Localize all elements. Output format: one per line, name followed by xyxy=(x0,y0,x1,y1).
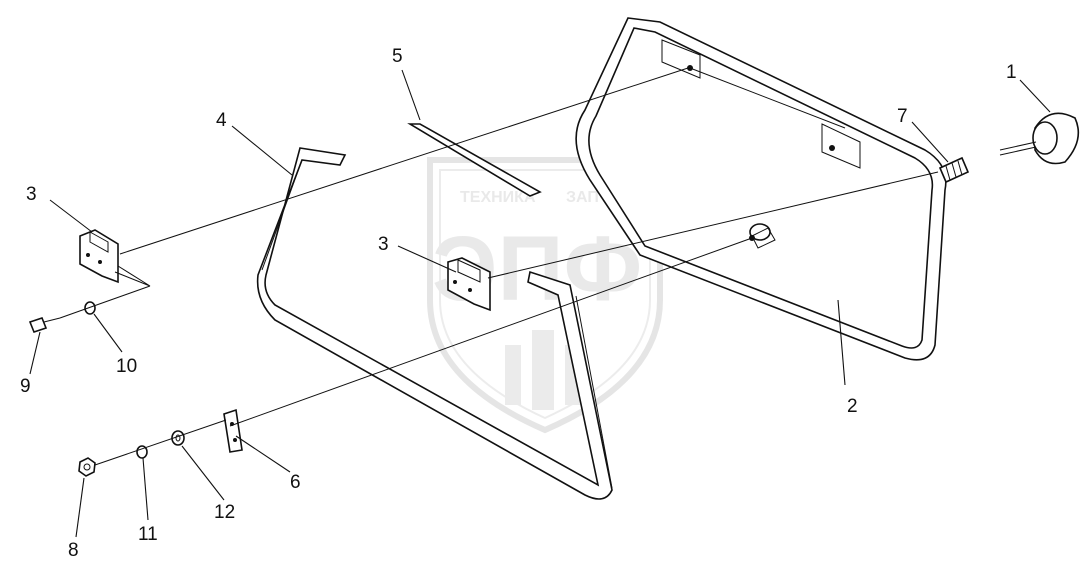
plate-part-6 xyxy=(223,408,243,453)
screw-part-9 xyxy=(28,317,61,333)
frame-part-2 xyxy=(575,17,947,361)
hinge-part-3-left xyxy=(79,229,151,287)
washer-part-10 xyxy=(84,301,96,315)
washer-part-11 xyxy=(136,445,148,459)
watermark-text-left: ТЕХНИКА xyxy=(460,189,536,206)
assembly-lines xyxy=(59,67,939,466)
callout-12: 12 xyxy=(214,502,235,523)
callout-7: 7 xyxy=(897,106,908,127)
callout-1: 1 xyxy=(1006,62,1017,83)
spring-part-7 xyxy=(938,156,970,184)
callout-labels: 1 2 3 3 4 5 6 7 8 9 10 11 12 xyxy=(20,46,1017,561)
callout-4: 4 xyxy=(216,110,227,131)
callout-9: 9 xyxy=(20,376,31,397)
callout-11: 11 xyxy=(138,524,158,545)
callout-10: 10 xyxy=(116,356,137,377)
callout-6: 6 xyxy=(290,472,301,493)
hinge-part-3-center xyxy=(447,257,491,312)
nut-part-8 xyxy=(78,457,96,477)
callout-5: 5 xyxy=(392,46,403,67)
spacer-stud xyxy=(749,223,776,249)
callout-leaders xyxy=(29,69,1051,538)
callout-3-left: 3 xyxy=(26,184,37,205)
callout-2: 2 xyxy=(847,396,858,417)
handle-part-4 xyxy=(256,147,613,500)
washer-part-12 xyxy=(171,430,185,446)
knob-part-1 xyxy=(999,112,1080,165)
callout-8: 8 xyxy=(68,540,79,561)
strip-part-5 xyxy=(407,123,542,197)
callout-3-center: 3 xyxy=(378,234,389,255)
